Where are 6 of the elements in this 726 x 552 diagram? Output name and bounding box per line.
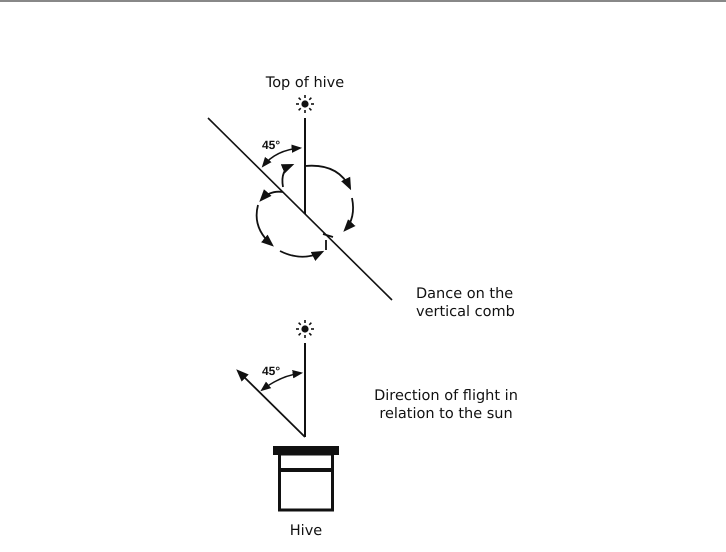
caption-text: Direction of flight in relation to the sun (373, 387, 519, 423)
caption-text: Dance on the vertical comb (416, 285, 516, 321)
heading-label: Top of hive (264, 74, 346, 92)
hive-label: Hive (288, 522, 324, 540)
angle-label: 45° (262, 137, 282, 154)
angle-label: 45° (262, 363, 282, 380)
